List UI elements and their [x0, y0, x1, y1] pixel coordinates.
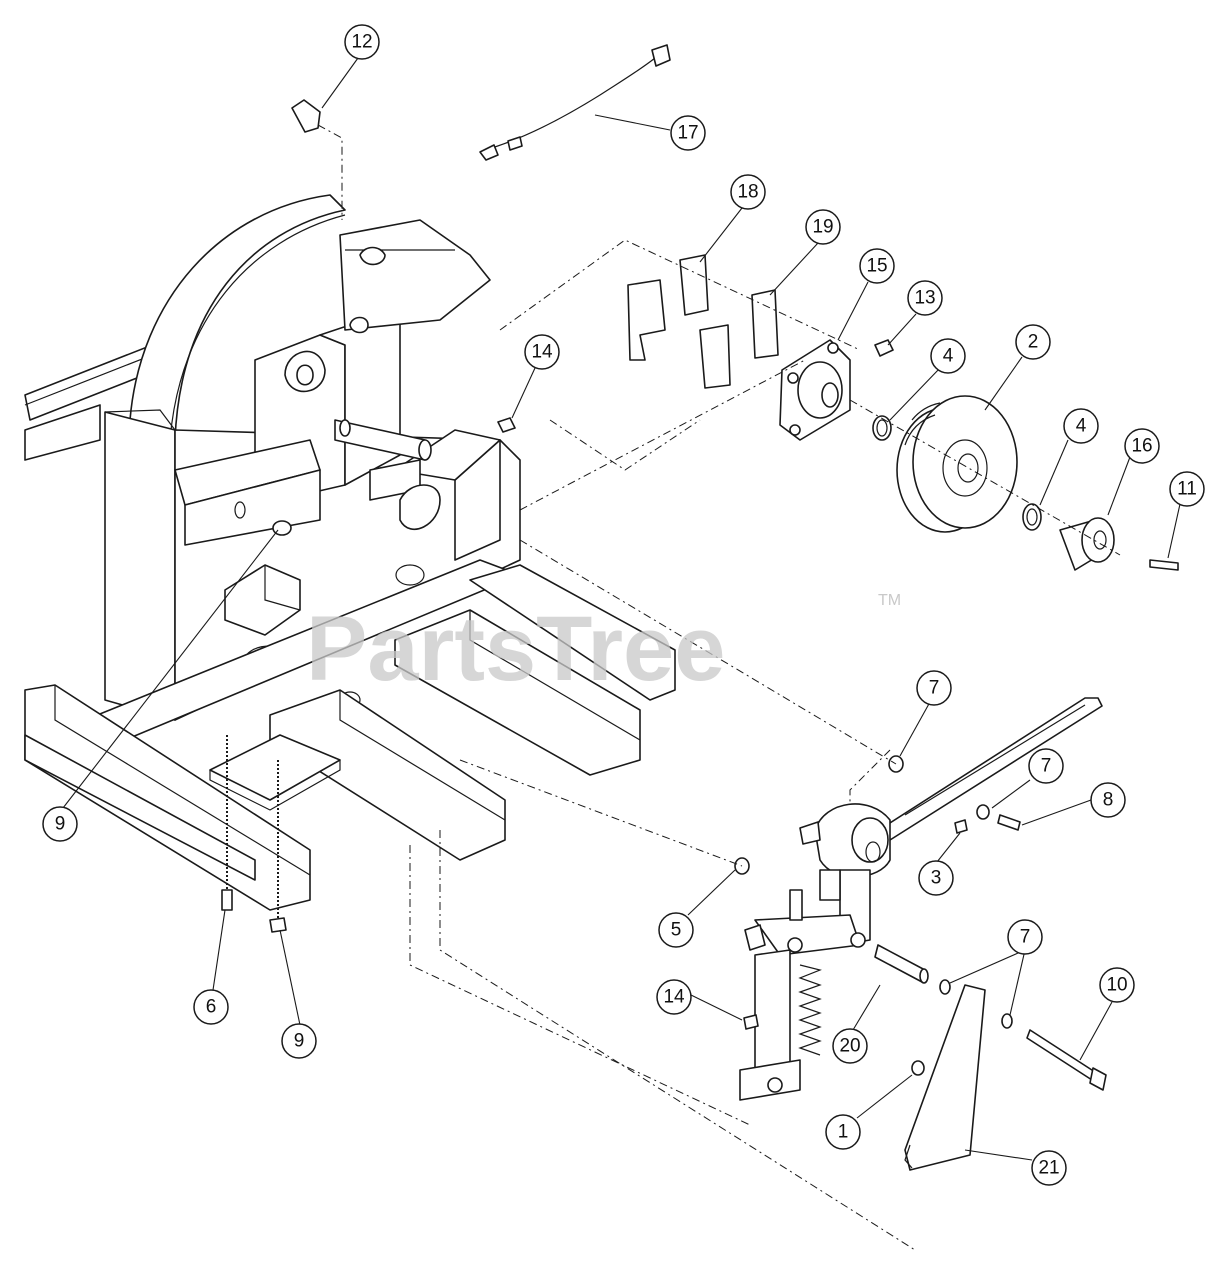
svg-text:5: 5	[671, 920, 682, 941]
svg-text:16: 16	[1131, 436, 1152, 457]
sleeve-20	[874, 944, 926, 983]
watermark-trademark: TM	[878, 592, 901, 609]
svg-text:12: 12	[351, 32, 372, 53]
callout-20: 20	[832, 1028, 868, 1064]
callout-7-middle: 7	[1007, 919, 1043, 955]
watermark: PartsTree TM	[306, 592, 901, 700]
callout-10: 10	[1099, 967, 1135, 1003]
callout-7-top: 7	[916, 670, 952, 706]
callout-1: 1	[825, 1114, 861, 1150]
svg-text:20: 20	[839, 1036, 860, 1057]
wire-harness-17	[484, 57, 656, 151]
callout-7-right: 7	[1028, 748, 1064, 784]
callouts: 12 17 18 19 15 13 14 4 2 4 16 11 7 7 8 3…	[42, 24, 1205, 1186]
nut-9b	[269, 917, 287, 933]
hardware	[221, 44, 916, 1251]
key-11	[1149, 559, 1179, 571]
washer-7b	[976, 804, 990, 820]
svg-text:3: 3	[931, 868, 942, 889]
svg-text:17: 17	[677, 123, 698, 144]
svg-text:4: 4	[943, 346, 954, 367]
washer-7c	[939, 979, 951, 995]
callout-13: 13	[907, 280, 943, 316]
retaining-ring-4a	[872, 415, 892, 441]
svg-text:4: 4	[1076, 416, 1087, 437]
tension-lever-assembly	[739, 697, 1107, 1171]
nut-14a	[497, 417, 516, 433]
washer-7d	[1001, 1013, 1013, 1029]
bolt-6	[221, 889, 233, 911]
svg-text:9: 9	[55, 814, 66, 835]
svg-text:14: 14	[663, 987, 685, 1008]
callout-4-upper: 4	[930, 338, 966, 374]
callout-5: 5	[658, 912, 694, 948]
leader-lines	[62, 57, 1181, 1161]
screw-3	[954, 819, 968, 834]
callout-8: 8	[1090, 782, 1126, 818]
callout-9-bottom: 9	[281, 1023, 317, 1059]
svg-text:7: 7	[929, 678, 940, 699]
bolt-10	[1026, 1029, 1096, 1081]
cover-plate-21	[904, 984, 986, 1171]
extension-spring	[798, 964, 822, 1056]
svg-text:7: 7	[1041, 756, 1052, 777]
callout-12: 12	[344, 24, 380, 60]
callout-4-lower: 4	[1063, 408, 1099, 444]
callout-16: 16	[1124, 428, 1160, 464]
callout-14-upper: 14	[524, 334, 560, 370]
shim-plate-19	[751, 289, 779, 359]
shim-plate-lower	[699, 324, 731, 389]
frame-assembly	[24, 194, 676, 911]
shim-plate-left	[627, 279, 666, 361]
pulley-assembly	[499, 239, 1179, 571]
pin-1	[911, 1060, 925, 1076]
callout-2: 2	[1015, 324, 1051, 360]
svg-text:13: 13	[914, 288, 935, 309]
svg-text:18: 18	[737, 182, 758, 203]
svg-text:2: 2	[1028, 332, 1039, 353]
bolt-12	[291, 99, 321, 133]
svg-text:10: 10	[1106, 975, 1127, 996]
svg-text:9: 9	[294, 1031, 305, 1052]
svg-text:6: 6	[206, 997, 217, 1018]
svg-text:1: 1	[838, 1122, 849, 1143]
retaining-ring-4b	[1022, 503, 1042, 531]
svg-text:11: 11	[1177, 479, 1197, 500]
callout-17: 17	[670, 115, 706, 151]
callout-21: 21	[1031, 1150, 1067, 1186]
svg-text:14: 14	[531, 342, 553, 363]
callout-15: 15	[859, 248, 895, 284]
callout-14-lower: 14	[656, 979, 692, 1015]
svg-text:7: 7	[1020, 927, 1031, 948]
bolt-8	[997, 814, 1021, 831]
callout-3: 3	[918, 860, 954, 896]
svg-text:15: 15	[866, 256, 887, 277]
callout-11: 11	[1169, 471, 1205, 507]
callout-19: 19	[805, 209, 841, 245]
callout-9-left: 9	[42, 806, 78, 842]
svg-text:19: 19	[812, 217, 833, 238]
watermark-text: PartsTree	[306, 598, 725, 700]
nut-14b	[743, 1014, 759, 1030]
svg-text:8: 8	[1103, 790, 1114, 811]
callout-18: 18	[730, 174, 766, 210]
shim-plate-18	[679, 254, 709, 316]
svg-text:21: 21	[1038, 1158, 1059, 1179]
handle-rod	[881, 697, 1103, 841]
callout-6: 6	[193, 989, 229, 1025]
